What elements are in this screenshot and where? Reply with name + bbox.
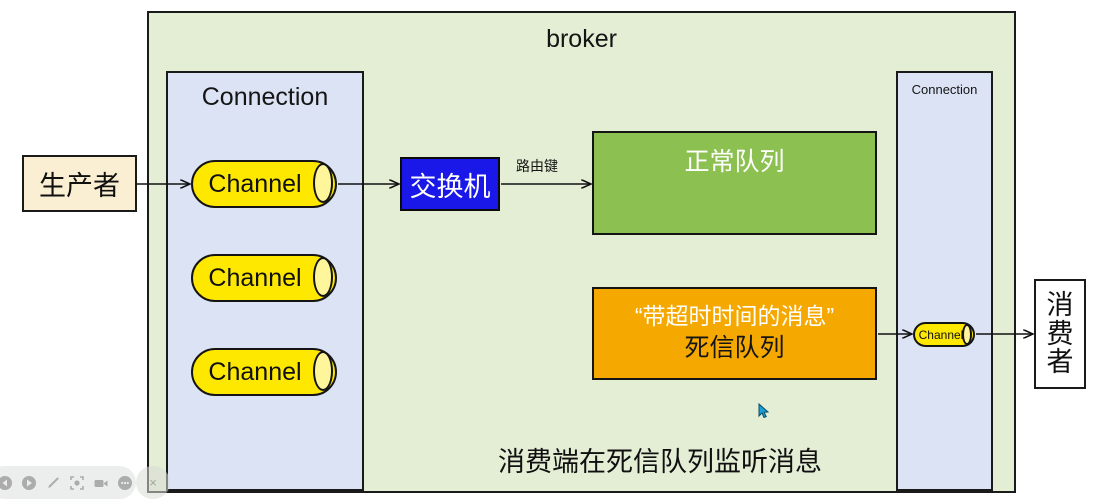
cylinder-cap-icon [313,351,333,391]
toolbar-close-button[interactable]: × [136,466,170,499]
connection-left-label: Connection [201,83,329,111]
channel-2-label: Channel [208,263,302,292]
broker-title: broker [546,25,617,53]
channel-1-label: Channel [208,169,302,198]
normal-queue-label: 正常队列 [684,148,785,176]
cylinder-cap-icon [313,163,333,203]
channel-consumer-label: Channel [918,327,964,342]
diagram-caption: 消费端在死信队列监听消息 [498,447,822,477]
channel-1: Channel [191,160,337,208]
channel-3-label: Channel [208,357,302,386]
channel-3: Channel [191,348,337,396]
consumer-char-3: 者 [1046,347,1074,378]
consumer-box: 消 费 者 [1034,279,1086,389]
dead-letter-queue-box: “带超时时间的消息” 死信队列 [592,287,877,380]
channel-2: Channel [191,254,337,302]
routing-key-label: 路由键 [516,158,558,174]
play-icon[interactable] [20,474,37,491]
camera-icon[interactable] [92,474,109,491]
mouse-cursor [758,402,772,421]
exchange-box: 交换机 [400,157,500,211]
more-icon[interactable] [116,474,133,491]
consumer-char-2: 费 [1046,318,1074,349]
normal-queue-box: 正常队列 [592,131,877,235]
pencil-icon[interactable] [44,474,61,491]
consumer-char-1: 消 [1046,289,1074,320]
screenshot-icon[interactable] [68,474,85,491]
skip-back-icon[interactable] [0,474,13,491]
channel-consumer: Channel [913,322,975,347]
floating-toolbar[interactable] [0,466,136,499]
connection-right-box: Connection [896,71,993,491]
cylinder-cap-icon [962,324,972,345]
producer-box: 生产者 [22,155,137,212]
connection-right-label: Connection [911,82,978,97]
dead-letter-queue-line1: “带超时时间的消息” [634,303,835,330]
dead-letter-queue-line2: 死信队列 [684,334,785,363]
cylinder-cap-icon [313,257,333,297]
